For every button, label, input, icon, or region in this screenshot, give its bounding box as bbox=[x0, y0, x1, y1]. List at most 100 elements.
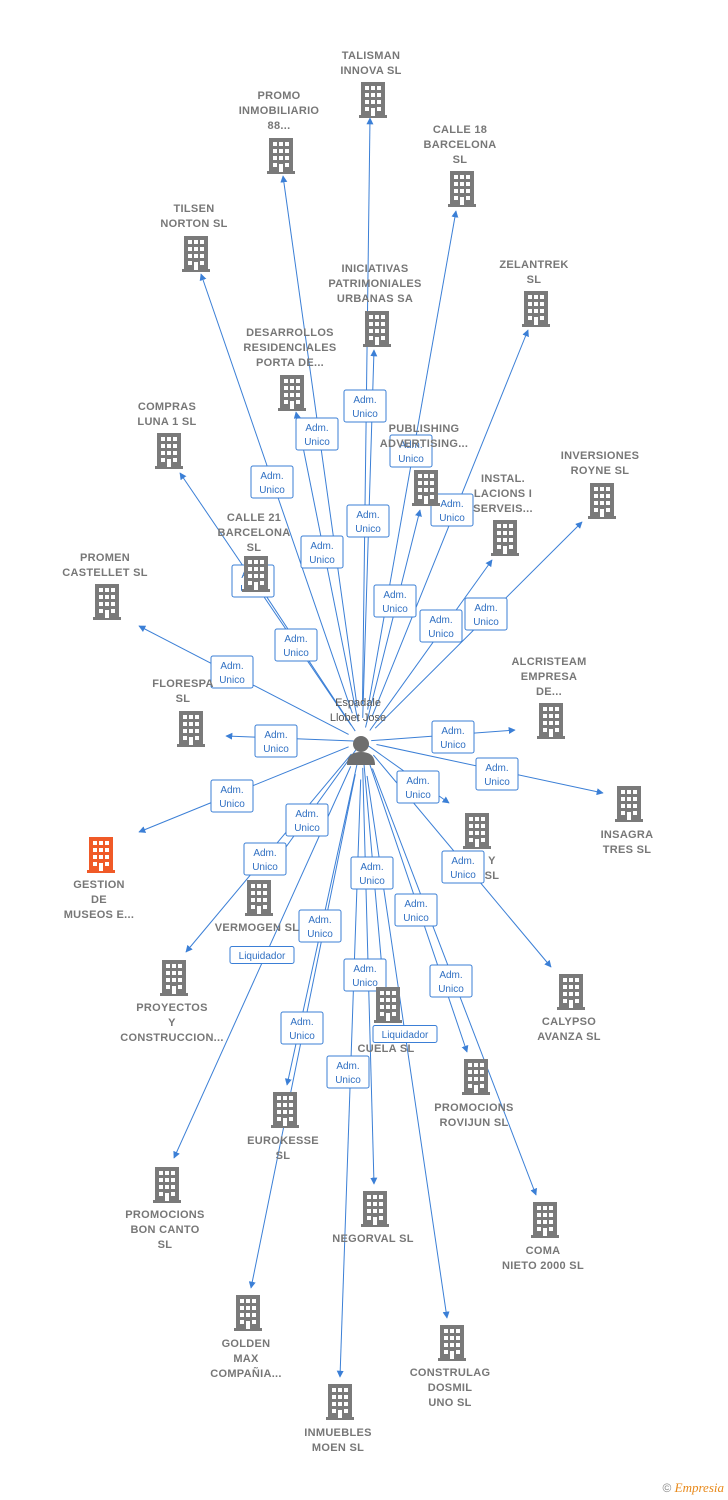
node-label-line: PORTA DE... bbox=[256, 357, 324, 369]
company-node-golden[interactable]: GOLDENMAXCOMPAÑIA... bbox=[210, 1295, 282, 1380]
node-label-line: LACIONS I bbox=[474, 488, 532, 500]
person-icon bbox=[347, 736, 375, 765]
node-label-line: EUROKESSE bbox=[247, 1135, 319, 1147]
building-icon bbox=[615, 786, 643, 822]
company-node-cuela[interactable]: CUELA SL bbox=[358, 987, 415, 1055]
node-label-line: MAX bbox=[233, 1353, 259, 1365]
role-badge-adm-unico[interactable]: Adm.Unico bbox=[274, 628, 318, 662]
badge-text: Unico bbox=[252, 862, 278, 873]
role-badge-adm-unico[interactable]: Adm.Unico bbox=[210, 655, 254, 689]
badge-box bbox=[441, 850, 485, 884]
badge-text: Adm. bbox=[220, 785, 243, 796]
badge-box bbox=[350, 856, 394, 890]
role-badge-adm-unico[interactable]: Adm.Unico bbox=[250, 465, 294, 499]
role-badge-adm-unico[interactable]: Adm.Unico bbox=[295, 417, 339, 451]
node-label-line: UNO SL bbox=[428, 1397, 471, 1409]
role-badge-adm-unico[interactable]: Adm.Unico bbox=[285, 803, 329, 837]
node-label-line: SL bbox=[453, 154, 468, 166]
building-icon bbox=[363, 311, 391, 347]
role-badge-adm-unico[interactable]: Adm.Unico bbox=[343, 389, 387, 423]
center-person[interactable]: Espadale Llobet Jose bbox=[330, 697, 386, 765]
role-badge-adm-unico[interactable]: Adm.Unico bbox=[243, 842, 287, 876]
badge-text: Adm. bbox=[404, 899, 427, 910]
role-badge-adm-unico[interactable]: Adm.Unico bbox=[254, 724, 298, 758]
node-label-line: TRES SL bbox=[603, 844, 652, 856]
node-label-line: NIETO 2000 SL bbox=[502, 1260, 584, 1272]
company-node-alcristeam[interactable]: ALCRISTEAMEMPRESADE... bbox=[511, 656, 586, 739]
node-label-line: ROYNE SL bbox=[571, 465, 630, 477]
company-node-yslnode[interactable]: YSL bbox=[463, 813, 499, 882]
badge-text: Unico bbox=[283, 648, 309, 659]
role-badge-adm-unico[interactable]: Adm.Unico bbox=[343, 958, 387, 992]
company-node-instal[interactable]: INSTAL.LACIONS ISERVEIS... bbox=[473, 473, 533, 556]
company-node-vermogen[interactable]: VERMOGEN SL bbox=[215, 880, 300, 934]
node-label-line: RESIDENCIALES bbox=[243, 342, 336, 354]
badge-box bbox=[295, 417, 339, 451]
center-name-line1: Espadale bbox=[335, 697, 381, 709]
role-badge-adm-unico[interactable]: Adm.Unico bbox=[326, 1055, 370, 1089]
badge-text: Unico bbox=[355, 524, 381, 535]
role-badge-adm-unico[interactable]: Adm.Unico bbox=[419, 609, 463, 643]
role-badge-liquidador[interactable]: Liquidador bbox=[372, 1025, 438, 1043]
node-label-line: PUBLISHING bbox=[389, 423, 460, 435]
badge-box bbox=[431, 720, 475, 754]
node-label-line: PROMEN bbox=[80, 552, 130, 564]
company-node-promo88[interactable]: PROMOINMOBILIARIO88... bbox=[239, 90, 320, 174]
role-badge-adm-unico[interactable]: Adm.Unico bbox=[475, 757, 519, 791]
badge-box bbox=[300, 535, 344, 569]
role-badge-adm-unico[interactable]: Adm.Unico bbox=[210, 779, 254, 813]
role-badge-adm-unico[interactable]: Adm.Unico bbox=[430, 493, 474, 527]
badge-box bbox=[430, 493, 474, 527]
node-label-line: DE... bbox=[536, 686, 562, 698]
role-badge-adm-unico[interactable]: Adm.Unico bbox=[280, 1011, 324, 1045]
badge-box bbox=[343, 389, 387, 423]
badge-text: Unico bbox=[403, 913, 429, 924]
badge-text: Adm. bbox=[310, 541, 333, 552]
badge-text: Unico bbox=[289, 1031, 315, 1042]
footer-brand[interactable]: © Empresia bbox=[662, 1480, 724, 1496]
company-node-proyectos[interactable]: PROYECTOSYCONSTRUCCION... bbox=[120, 960, 224, 1044]
role-badge-adm-unico[interactable]: Adm.Unico bbox=[464, 597, 508, 631]
badge-text: Unico bbox=[219, 675, 245, 686]
building-icon bbox=[160, 960, 188, 996]
role-badge-adm-unico[interactable]: Adm.Unico bbox=[300, 535, 344, 569]
company-node-publishing[interactable]: PUBLISHINGADVERTISING... bbox=[380, 423, 469, 506]
role-badge-adm-unico[interactable]: Adm.Unico bbox=[389, 434, 433, 468]
role-badge-adm-unico[interactable]: Adm. Unico bbox=[394, 893, 438, 927]
building-icon bbox=[234, 1295, 262, 1331]
role-badge-liquidador[interactable]: Liquidador bbox=[229, 946, 295, 964]
badge-text: Adm. bbox=[406, 776, 429, 787]
role-badge-adm-unico[interactable]: Adm.Unico bbox=[346, 504, 390, 538]
role-badge-adm-unico[interactable]: Adm.Unico bbox=[298, 909, 342, 943]
role-badge-adm-unico[interactable]: Adm.Unico bbox=[373, 584, 417, 618]
role-badge-adm-unico[interactable]: Adm.Unico bbox=[396, 770, 440, 804]
role-badge-adm-unico[interactable]: Adm.Unico bbox=[429, 964, 473, 998]
company-node-negorval[interactable]: NEGORVAL SL bbox=[332, 1191, 414, 1245]
node-label-line: SL bbox=[158, 1239, 173, 1251]
role-badge-adm-unico[interactable]: Adm.Unico bbox=[441, 850, 485, 884]
badge-box bbox=[210, 655, 254, 689]
role-badge-adm-unico[interactable]: Adm.Unico bbox=[431, 720, 475, 754]
node-label-line: DE bbox=[91, 894, 107, 906]
role-badge-adm-unico[interactable]: Adm.Unico bbox=[350, 856, 394, 890]
